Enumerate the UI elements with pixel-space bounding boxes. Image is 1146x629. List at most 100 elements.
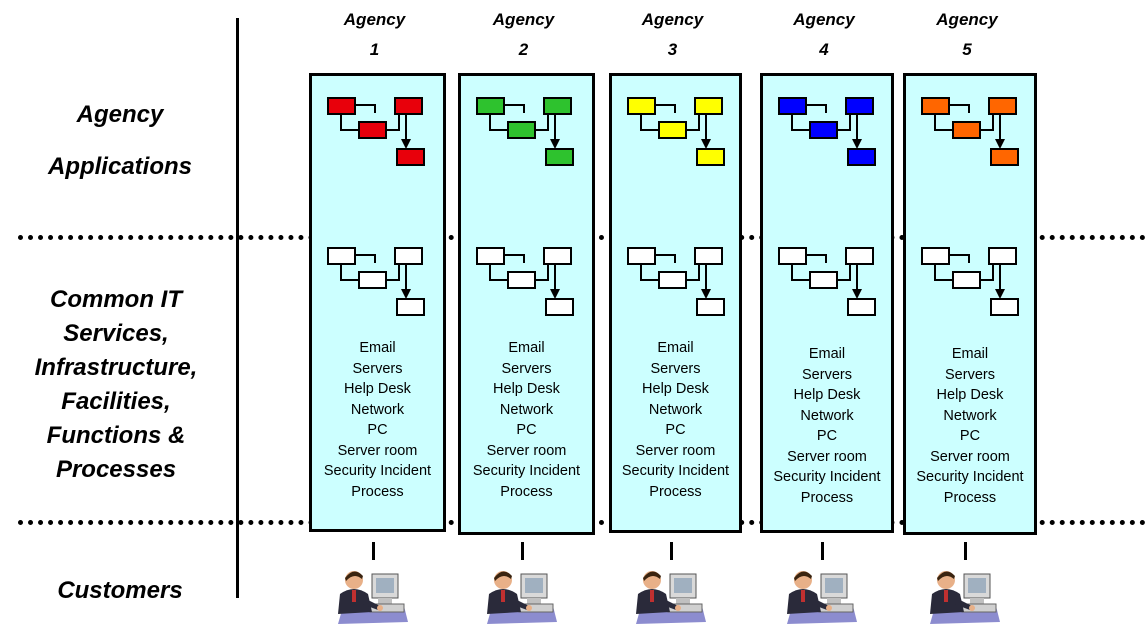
service-item: Network	[943, 407, 997, 424]
service-item: Server room	[635, 442, 716, 459]
service-item: Network	[800, 407, 854, 424]
row-label-line: Processes	[55, 456, 177, 483]
service-item: PC	[665, 422, 686, 438]
agency-header: Agency 1	[320, 5, 430, 65]
agency-header-word: Agency	[343, 10, 406, 29]
agency-application-flow	[777, 96, 882, 176]
service-item: Security Incident	[323, 463, 432, 479]
service-item: PC	[959, 428, 981, 444]
service-item: Email	[808, 346, 846, 362]
vertical-divider	[236, 18, 239, 598]
agency-header-word: Agency	[793, 10, 855, 29]
agency-header-number: 5	[962, 40, 972, 59]
flowchart-icon	[921, 247, 1019, 316]
agency-application-flow	[626, 96, 731, 176]
service-item: Help Desk	[493, 381, 560, 397]
customer-figure	[632, 566, 706, 624]
customer-at-computer-icon	[635, 571, 706, 624]
service-item: Servers	[650, 360, 701, 377]
service-item: Servers	[352, 360, 403, 377]
service-item: Help Desk	[936, 387, 1004, 403]
service-item: Security Incident	[916, 469, 1024, 485]
service-item: Network	[648, 401, 703, 418]
agency-header-number: 2	[518, 40, 529, 59]
flowchart-icon	[627, 97, 725, 166]
common-services-flow	[475, 246, 580, 326]
row-label-line: Infrastructure,	[34, 354, 198, 381]
service-item: Security Incident	[621, 463, 730, 479]
agency-header-word: Agency	[936, 10, 998, 29]
agency-header: Agency 4	[769, 5, 879, 65]
service-item: Network	[350, 401, 405, 418]
service-item: Server room	[337, 442, 418, 459]
service-item: PC	[516, 422, 537, 438]
common-services-flow	[326, 246, 431, 326]
customer-figure	[783, 566, 857, 624]
row-label-services: Common IT Services, Infrastructure, Faci…	[0, 283, 232, 487]
flowchart-icon	[778, 247, 876, 316]
service-item: Security Incident	[773, 469, 881, 485]
service-item: Server room	[930, 448, 1010, 465]
row-label-applications: Agency Applications	[10, 98, 230, 184]
service-item: Servers	[501, 360, 552, 377]
service-item: PC	[816, 428, 838, 444]
flowchart-icon	[627, 247, 725, 316]
agency-header-word: Agency	[492, 10, 555, 29]
service-item: Email	[508, 340, 545, 356]
flowchart-icon	[476, 97, 574, 166]
customer-at-computer-icon	[337, 571, 408, 624]
row-label-line: Facilities,	[61, 388, 171, 415]
agency-application-flow	[920, 96, 1025, 176]
flowchart-icon	[327, 97, 425, 166]
service-item: Process	[800, 489, 854, 506]
agency-application-flow	[326, 96, 431, 176]
customer-figure	[334, 566, 408, 624]
agency-header-number: 1	[369, 40, 380, 59]
agency-header-number: 4	[819, 40, 829, 59]
customer-figure	[483, 566, 557, 624]
flowchart-icon	[778, 97, 876, 166]
service-item: Email	[951, 346, 989, 362]
agency-header-number: 3	[667, 40, 678, 59]
service-item: Servers	[945, 366, 995, 383]
service-item: Help Desk	[642, 381, 709, 397]
customer-at-computer-icon	[486, 571, 557, 624]
agency-header: Agency 2	[469, 5, 579, 65]
row-label-customers: Customers	[57, 577, 183, 604]
customer-figure	[926, 566, 1000, 624]
service-item: Help Desk	[793, 387, 861, 403]
service-item: Servers	[802, 366, 852, 383]
flowchart-icon	[476, 247, 574, 316]
customer-at-computer-icon	[930, 571, 1000, 624]
customer-connector	[821, 542, 824, 560]
service-item: Help Desk	[344, 381, 411, 397]
customer-connector	[964, 542, 967, 560]
service-item: Server room	[486, 442, 567, 459]
service-item: Process	[943, 489, 997, 506]
flowchart-icon	[921, 97, 1019, 166]
service-item: Process	[649, 483, 702, 500]
customer-connector	[669, 542, 673, 560]
service-item: PC	[367, 422, 388, 438]
service-item: Email	[359, 340, 396, 356]
row-label-line: Applications	[47, 153, 192, 180]
customer-connector	[520, 542, 524, 560]
service-item: Process	[351, 483, 404, 500]
row-label-line: Services,	[63, 320, 169, 347]
customer-connector	[371, 542, 375, 560]
service-item: Email	[657, 340, 694, 356]
common-services-flow	[626, 246, 731, 326]
common-services-flow	[920, 246, 1025, 326]
service-item: Process	[500, 483, 553, 500]
row-label-line: Common IT	[50, 286, 182, 313]
